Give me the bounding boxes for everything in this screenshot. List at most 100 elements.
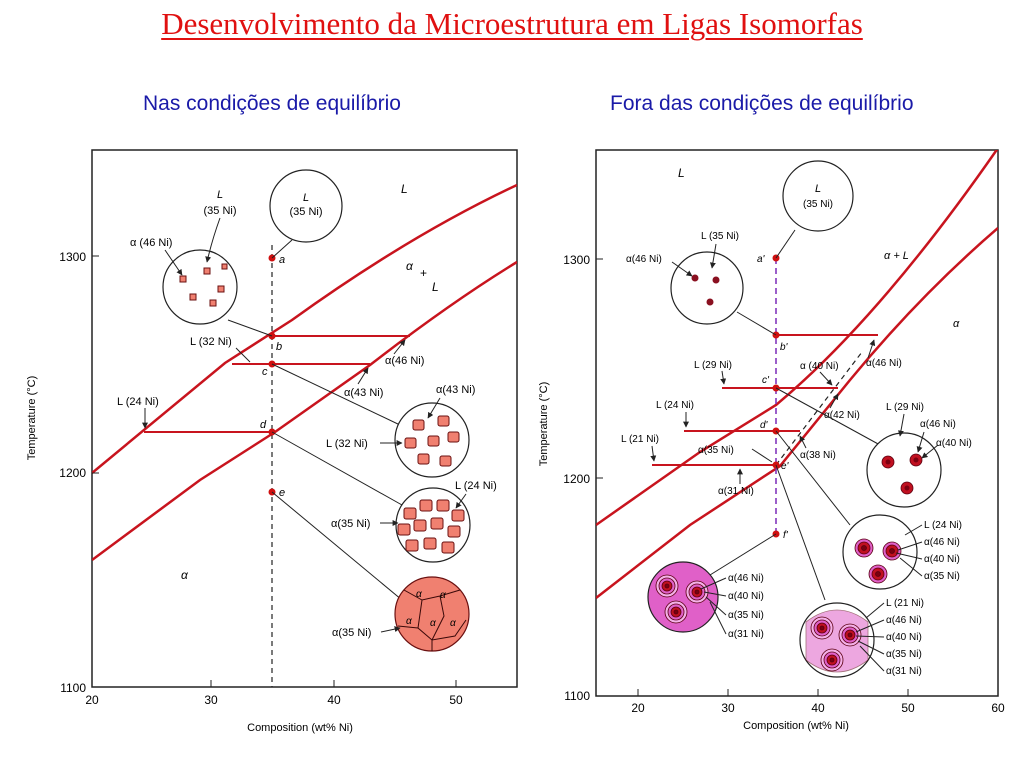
left-region-liquid: L bbox=[401, 182, 408, 196]
right-micro-c-a46: α(46 Ni) bbox=[920, 419, 956, 430]
right-micro-b-alpha-arrow bbox=[671, 261, 693, 277]
left-region-L: L bbox=[432, 280, 439, 294]
left-point-label-b: b bbox=[276, 341, 282, 353]
right-point-label-e: e' bbox=[781, 461, 790, 472]
right-point-label-c: c' bbox=[762, 375, 770, 386]
right-micro-b-L: L (35 Ni) bbox=[701, 231, 739, 242]
left-micro-c-L: L (32 Ni) bbox=[326, 438, 368, 450]
right-annot-a42: α(42 Ni) bbox=[824, 410, 860, 421]
right-xtick-20: 20 bbox=[631, 701, 645, 715]
left-xtick-50: 50 bbox=[449, 693, 463, 707]
right-micro-c-a40: α(40 Ni) bbox=[936, 438, 972, 449]
right-subtitle: Fora das condições de equilíbrio bbox=[610, 92, 914, 115]
right-annot-a35-leader bbox=[751, 448, 773, 463]
right-micro-f-a31: α(31 Ni) bbox=[728, 629, 764, 640]
left-point-label-a: a bbox=[279, 254, 285, 266]
left-annot-L32-leader bbox=[235, 347, 251, 363]
left-micro-c-alpha: α(43 Ni) bbox=[436, 384, 475, 396]
left-grain-alpha-3: α bbox=[406, 616, 412, 627]
left-point-label-e: e bbox=[279, 487, 285, 499]
right-xtick-40: 40 bbox=[811, 701, 825, 715]
left-annot-L32: L (32 Ni) bbox=[190, 336, 232, 348]
right-micro-c-a40-arrow bbox=[921, 444, 939, 459]
left-region-solid: α bbox=[181, 568, 189, 582]
right-phase-diagram: 20 30 40 50 60 1100 1200 1300 Compositio… bbox=[538, 149, 1005, 732]
left-grain-alpha-1: α bbox=[416, 589, 422, 600]
right-micro-d-a46: α(46 Ni) bbox=[924, 537, 960, 548]
right-annot-a42-arrow bbox=[829, 393, 839, 409]
right-nonequilibrium-solidus bbox=[775, 351, 863, 466]
left-annot-a46: α(46 Ni) bbox=[385, 355, 424, 367]
right-micro-b bbox=[670, 251, 744, 325]
right-micro-c bbox=[866, 432, 942, 508]
left-x-axis-label: Composition (wt% Ni) bbox=[247, 722, 353, 734]
right-annot-L29: L (29 Ni) bbox=[694, 360, 732, 371]
left-annot-a43-arrow bbox=[357, 367, 369, 385]
right-annot-L21: L (21 Ni) bbox=[621, 434, 659, 445]
right-annot-L21-arrow bbox=[650, 445, 657, 462]
left-region-alpha: α bbox=[406, 259, 414, 273]
left-grain-alpha-4: α bbox=[430, 618, 436, 629]
right-annot-a31: α(31 Ni) bbox=[718, 486, 754, 497]
right-micro-c-L-arrow bbox=[898, 413, 905, 437]
right-micro-b-alpha: α(46 Ni) bbox=[626, 254, 662, 265]
right-micro-liquid-l2: (35 Ni) bbox=[803, 199, 833, 210]
left-micro-b-L: L bbox=[217, 189, 223, 201]
right-annot-a46: α(46 Ni) bbox=[866, 358, 902, 369]
right-micro-liquid-l1: L bbox=[815, 183, 821, 195]
left-micro-b bbox=[162, 249, 238, 325]
right-micro-e-a46: α(46 Ni) bbox=[886, 615, 922, 626]
left-grain-alpha-2: α bbox=[440, 590, 446, 601]
right-micro-d-a35: α(35 Ni) bbox=[924, 571, 960, 582]
right-micro-c-a46-arrow bbox=[916, 431, 925, 453]
right-micro-e-a40: α(40 Ni) bbox=[886, 632, 922, 643]
left-xtick-30: 30 bbox=[204, 693, 218, 707]
right-xtick-30: 30 bbox=[721, 701, 735, 715]
right-micro-f-a40: α(40 Ni) bbox=[728, 591, 764, 602]
right-micro-f-a35: α(35 Ni) bbox=[728, 610, 764, 621]
right-annot-a38-arrow bbox=[799, 435, 807, 449]
left-micro-b-alpha: α (46 Ni) bbox=[130, 237, 172, 249]
right-x-axis-label: Composition (wt% Ni) bbox=[743, 720, 849, 732]
left-annot-a46-arrow bbox=[393, 339, 406, 355]
left-micro-liquid-l2: (35 Ni) bbox=[289, 206, 322, 218]
left-y-axis-label: Temperature (°C) bbox=[26, 376, 38, 460]
left-annot-L24: L (24 Ni) bbox=[117, 396, 159, 408]
right-annot-a40-arrow bbox=[819, 371, 833, 386]
left-xtick-20: 20 bbox=[85, 693, 99, 707]
right-micro-liquid bbox=[782, 160, 854, 232]
left-plot-frame bbox=[91, 149, 518, 688]
left-grain-alpha-5: α bbox=[450, 618, 456, 629]
right-ytick-1300: 1300 bbox=[563, 253, 590, 267]
left-ytick-1100: 1100 bbox=[60, 681, 86, 695]
right-micro-f-a46: α(46 Ni) bbox=[728, 573, 764, 584]
left-xtick-40: 40 bbox=[327, 693, 341, 707]
right-solidus-line bbox=[596, 227, 998, 599]
left-micro-liquid-l1: L bbox=[303, 192, 309, 204]
left-solidus-line bbox=[92, 260, 517, 562]
right-annot-L29-arrow bbox=[720, 370, 727, 385]
right-liquidus-line bbox=[596, 150, 998, 527]
right-region-liquid: L bbox=[678, 166, 685, 180]
right-micro-f bbox=[647, 561, 719, 633]
right-y-axis-label: Temperature (°C) bbox=[538, 382, 550, 466]
left-annot-a43: α(43 Ni) bbox=[344, 387, 383, 399]
right-plot-frame bbox=[595, 149, 999, 697]
page-title: Desenvolvimento da Microestrutura em Lig… bbox=[161, 6, 863, 41]
left-ytick-1200: 1200 bbox=[59, 466, 86, 480]
right-annot-a46-arrow bbox=[867, 339, 876, 359]
right-point-label-d: d' bbox=[760, 420, 769, 431]
left-micro-liquid bbox=[269, 169, 343, 243]
left-micro-e-alpha-arrow bbox=[380, 626, 401, 633]
right-micro-d-a40: α(40 Ni) bbox=[924, 554, 960, 565]
left-micro-c-alpha-arrow bbox=[427, 397, 441, 419]
right-micro-e-a31: α(31 Ni) bbox=[886, 666, 922, 677]
left-point-label-d: d bbox=[260, 419, 267, 431]
left-region-plus: + bbox=[420, 266, 427, 280]
left-micro-d-L-arrow bbox=[455, 493, 467, 509]
right-point-label-a: a' bbox=[757, 254, 766, 265]
left-liquidus-line bbox=[92, 183, 517, 474]
right-micro-e-a35: α(35 Ni) bbox=[886, 649, 922, 660]
right-micro-d-L: L (24 Ni) bbox=[924, 520, 962, 531]
left-micro-b-Lc: (35 Ni) bbox=[203, 205, 236, 217]
